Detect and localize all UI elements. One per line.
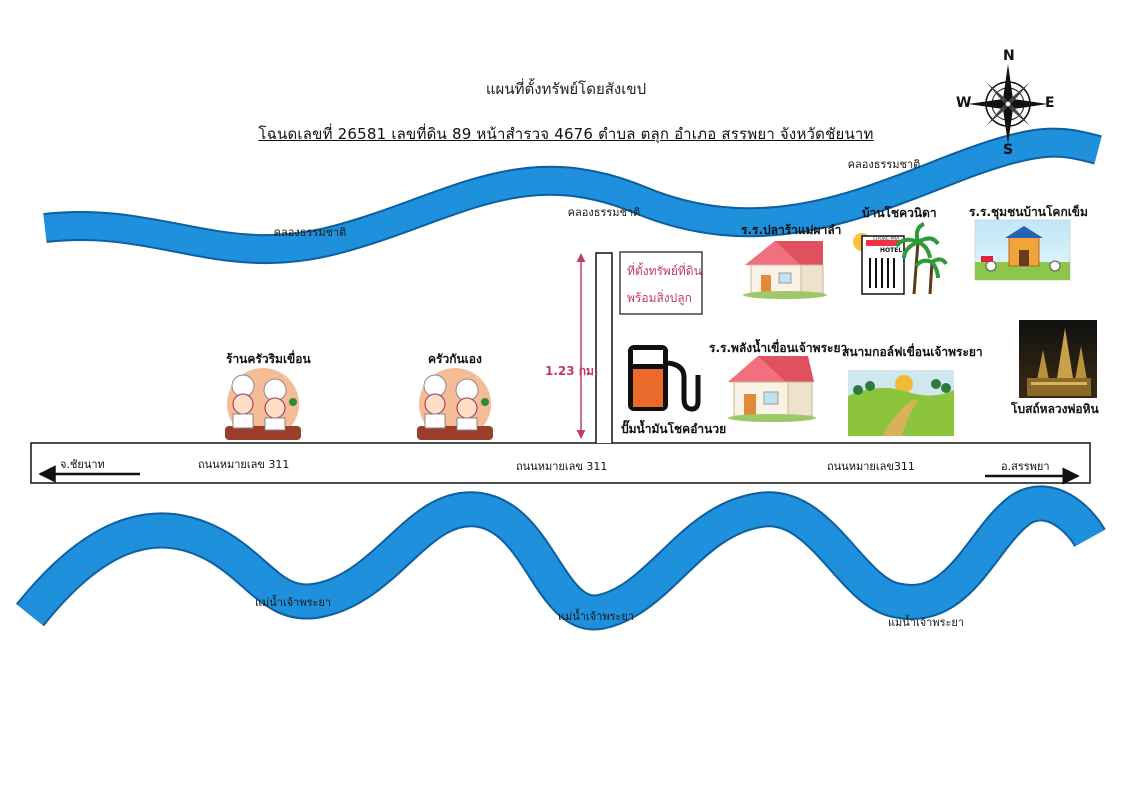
canal-label: คลองธรรมชาติ: [848, 158, 921, 171]
property-label: ที่ตั้งทรัพย์ที่ดิน: [627, 264, 702, 278]
canal: [43, 127, 1102, 265]
road-label: ถนนหมายเลข311: [827, 460, 915, 473]
river-label: แม่น้ำเจ้าพระยา: [888, 614, 964, 629]
landmark-restaurant-2: ครัวกันเอง: [428, 352, 482, 366]
landmark-gas-station: ปั๊มน้ำมันโชคอำนวย: [621, 422, 727, 436]
hotel-sign: HOTEL: [880, 247, 902, 254]
canal-label: คลองธรรมชาติ: [274, 226, 347, 239]
school-icon: [974, 219, 1071, 281]
landmark-school-1: ร.ร.ปลาร้าแม่ผาลำ: [741, 223, 842, 237]
compass-west: W: [956, 95, 972, 111]
hotel-sign-top: CHOKE-PRA: [873, 236, 900, 242]
road-label: ถนนหมายเลข 311: [516, 460, 608, 473]
river: [15, 485, 1106, 631]
property-box: [619, 251, 703, 315]
compass-south: S: [1003, 142, 1014, 158]
landmark-restaurant-1: ร้านครัวริมเขื่อน: [226, 352, 311, 366]
landmark-golf: สนามกอล์ฟเขื่อนเจ้าพระยา: [842, 345, 983, 359]
highway-311: [30, 442, 1091, 484]
canal-label: คลองธรรมชาติ: [568, 206, 641, 219]
landmark-hotel: บ้านโชควนิดา: [862, 206, 937, 220]
landmark-temple: โบสถ์หลวงพ่อหิน: [1011, 402, 1099, 416]
landmark-school-2: ร.ร.ชุมชนบ้านโคกเข็ม: [969, 205, 1088, 219]
house-icon: [743, 241, 827, 299]
access-lane: [595, 252, 613, 443]
hotel-icon: [853, 222, 948, 295]
chef-icon: [225, 368, 301, 440]
destination-chainat: จ.ชัยนาท: [60, 458, 105, 471]
golf-icon: [848, 370, 954, 436]
map-title: แผนที่ตั้งทรัพย์โดยสังเขป: [485, 80, 647, 98]
deed-info: โฉนดเลขที่ 26581 เลขที่ดิน 89 หน้าสำรวจ …: [258, 125, 874, 143]
road-label: ถนนหมายเลข 311: [198, 458, 290, 471]
destination-sapphaya: อ.สรรพยา: [1001, 460, 1050, 473]
river-label: แม่น้ำเจ้าพระยา: [558, 608, 634, 623]
compass-east: E: [1045, 95, 1055, 111]
chef-icon: [417, 368, 493, 440]
distance-label: 1.23 กม.: [545, 364, 599, 378]
compass-icon: [968, 64, 1048, 144]
house-icon: [728, 356, 816, 422]
compass-north: N: [1003, 48, 1015, 64]
landmark-school-3: ร.ร.พลังน้ำเขื่อนเจ้าพระยา: [709, 341, 848, 355]
temple-icon: [1019, 320, 1097, 398]
gas-pump-icon: [628, 345, 701, 412]
property-label-2: พร้อมสิ่งปลูก: [627, 291, 692, 305]
river-label: แม่น้ำเจ้าพระยา: [255, 594, 331, 609]
